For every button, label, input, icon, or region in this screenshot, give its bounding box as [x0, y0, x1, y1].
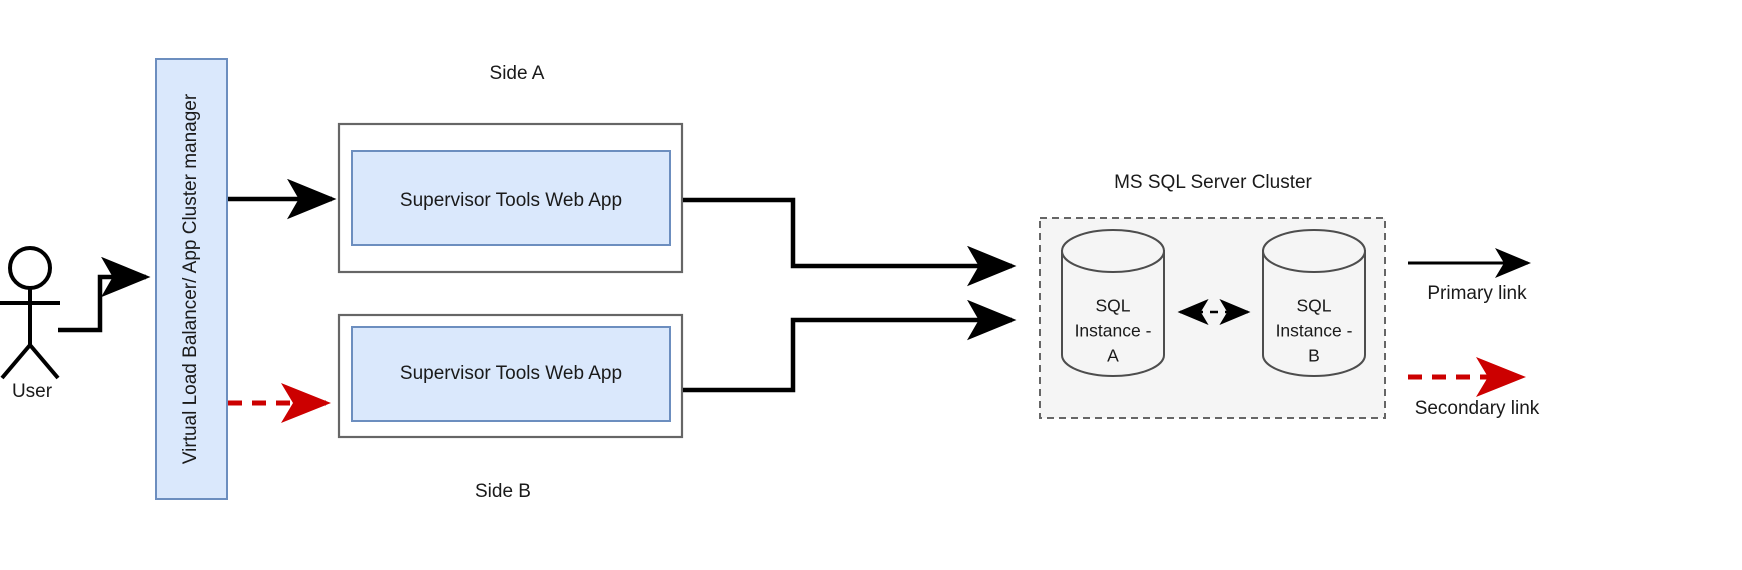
link-side-a-to-cluster	[683, 197, 1017, 287]
stick-figure-icon	[0, 246, 60, 380]
sql-instance-b-line2: Instance -	[1276, 321, 1353, 341]
side-b-label: Side B	[475, 481, 531, 502]
side-a-app-label: Supervisor Tools Web App	[400, 190, 622, 211]
side-b-app-label: Supervisor Tools Web App	[400, 363, 622, 384]
link-user-to-load-balancer	[58, 256, 151, 333]
legend: Primary link Secondary link	[1408, 248, 1540, 419]
sql-instance-a-line3: A	[1107, 346, 1119, 366]
sql-instance-b-line3: B	[1308, 346, 1320, 366]
side-b-app-node[interactable]	[351, 326, 671, 422]
sql-instance-a-node[interactable]	[1061, 229, 1165, 377]
actor-label: User	[12, 381, 53, 402]
sql-instance-a-line1: SQL	[1095, 296, 1130, 316]
load-balancer-node[interactable]	[155, 58, 228, 500]
side-a-app-node[interactable]	[351, 150, 671, 246]
sql-instance-a-line2: Instance -	[1075, 321, 1152, 341]
legend-primary-label: Primary link	[1427, 283, 1527, 304]
load-balancer-label: Virtual Load Balancer/ App Cluster manag…	[180, 93, 201, 464]
legend-secondary-label: Secondary link	[1415, 398, 1540, 419]
sql-instance-b-node[interactable]	[1262, 229, 1366, 377]
link-side-b-to-cluster	[683, 299, 1017, 393]
sql-instance-b-line1: SQL	[1296, 296, 1331, 316]
side-a-label: Side A	[490, 63, 545, 84]
cluster-title: MS SQL Server Cluster	[1114, 172, 1312, 193]
